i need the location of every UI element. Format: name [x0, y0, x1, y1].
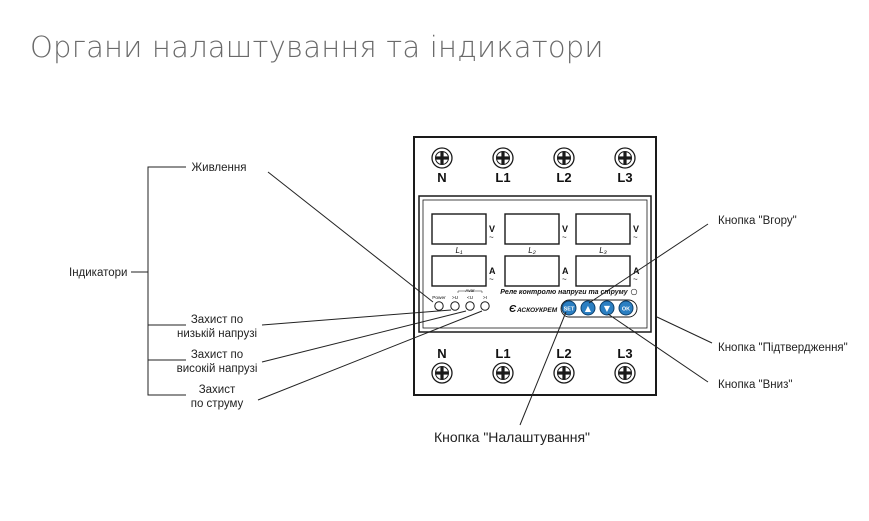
confirm-callout: Кнопка "Підтвердження": [718, 342, 848, 354]
display-current-l2: [504, 255, 560, 287]
low-voltage-callout: Захист по: [191, 314, 243, 326]
current-led: [480, 301, 490, 311]
brand-logo: Є АСКОУКРЕМ: [509, 304, 558, 315]
display-voltage-l1: [431, 213, 487, 245]
indicator-group-label: Avar: [465, 288, 475, 293]
unit-label: A: [489, 266, 496, 276]
down-leader-line: [607, 313, 709, 383]
ac-tilde-icon: ~: [562, 275, 567, 284]
power-leader-line: [267, 171, 434, 303]
ac-tilde-icon: ~: [489, 233, 494, 242]
terminal-screw-icon: [492, 362, 514, 384]
ac-tilde-icon: ~: [633, 233, 638, 242]
callouts: Живлення Індикатори Захист по низькій на…: [69, 162, 848, 445]
indicator-leds: Avar Power >U <U >I: [432, 288, 490, 311]
low-voltage-led: [450, 301, 460, 311]
unit-label: V: [489, 224, 495, 234]
unit-label: V: [633, 224, 639, 234]
high-voltage-leader-line: [261, 310, 467, 363]
brand-name: АСКОУКРЕМ: [516, 307, 558, 314]
low-voltage-leader-line: [261, 309, 452, 326]
down-button[interactable]: ▼: [599, 300, 615, 316]
down-callout: Кнопка "Вниз": [718, 379, 792, 391]
terminal-screw-icon: [553, 147, 575, 169]
terminal-label: N: [437, 346, 446, 361]
device-caption: Реле контролю напруги та струму: [500, 289, 629, 296]
terminal-label: L3: [617, 346, 632, 361]
setup-callout: Кнопка "Налаштування": [434, 429, 590, 445]
current-leader-line: [257, 310, 483, 401]
terminal-screw-icon: [553, 362, 575, 384]
terminal-screw-icon: [614, 147, 636, 169]
indicator-label: >I: [483, 295, 487, 301]
terminal-label: L1: [495, 346, 510, 361]
indicator-label: <U: [467, 295, 474, 301]
setup-leader-line: [519, 311, 567, 426]
indicators-callout: Індикатори: [69, 267, 127, 279]
bottom-terminals: N L1 L2 L3: [431, 346, 636, 384]
page-title: Органи налаштування та індикатори: [30, 30, 604, 64]
power-led: [434, 301, 444, 311]
voltage-displays: V V V ~ ~ ~ L₁ L₂ L₃: [431, 213, 639, 255]
current-displays: A A A ~ ~ ~: [431, 255, 640, 287]
unit-label: V: [562, 224, 568, 234]
terminal-label: N: [437, 170, 446, 185]
high-voltage-callout: високій напрузі: [177, 363, 258, 375]
ok-button[interactable]: OK: [618, 300, 634, 316]
display-voltage-l3: [575, 213, 631, 245]
current-callout: по струму: [191, 398, 244, 410]
up-arrow-icon: ▲: [585, 304, 592, 313]
terminal-screw-icon: [431, 362, 453, 384]
display-voltage-l2: [504, 213, 560, 245]
set-button-label: SET: [564, 307, 575, 313]
top-terminals: N L1 L2 L3: [431, 147, 636, 185]
ground-icon: [630, 288, 638, 296]
low-voltage-callout: низькій напрузі: [177, 328, 257, 340]
up-callout: Кнопка "Вгору": [718, 215, 797, 227]
terminal-screw-icon: [492, 147, 514, 169]
up-leader-line: [588, 223, 709, 304]
set-button[interactable]: SET: [561, 300, 577, 316]
ac-tilde-icon: ~: [633, 275, 638, 284]
high-voltage-led: [465, 301, 475, 311]
high-voltage-callout: Захист по: [191, 349, 243, 361]
terminal-label: L2: [556, 170, 571, 185]
phase-label: L₂: [528, 246, 536, 255]
ac-tilde-icon: ~: [562, 233, 567, 242]
button-panel: SET ▲ ▼ OK: [560, 299, 638, 318]
unit-label: A: [562, 266, 569, 276]
leader-lines: [257, 171, 713, 426]
display-current-l1: [431, 255, 487, 287]
terminal-screw-icon: [614, 362, 636, 384]
power-callout: Живлення: [192, 162, 247, 174]
phase-label: L₁: [456, 246, 463, 255]
terminal-screw-icon: [431, 147, 453, 169]
indicator-label: Power: [432, 295, 446, 301]
terminal-label: L3: [617, 170, 632, 185]
terminal-label: L1: [495, 170, 510, 185]
current-callout: Захист: [199, 384, 236, 396]
brand-mark-icon: Є: [509, 304, 517, 315]
ac-tilde-icon: ~: [489, 275, 494, 284]
ok-button-label: OK: [622, 307, 630, 313]
confirm-leader-line: [656, 316, 713, 344]
display-current-l3: [575, 255, 631, 287]
indicators-bracket: [131, 166, 186, 396]
up-button[interactable]: ▲: [580, 300, 596, 316]
indicator-label: >U: [452, 295, 459, 301]
phase-label: L₃: [599, 246, 607, 255]
down-arrow-icon: ▼: [604, 304, 611, 313]
terminal-label: L2: [556, 346, 571, 361]
